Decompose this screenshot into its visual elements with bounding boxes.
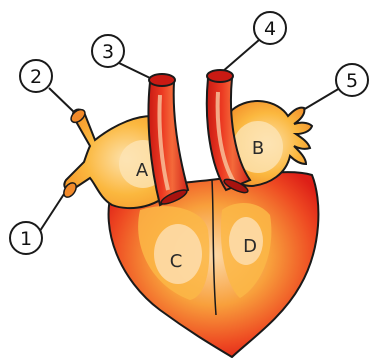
vessel-4-opening	[207, 70, 233, 82]
chamber-label-c: C	[170, 251, 183, 272]
callout-4: 4	[254, 12, 286, 44]
chamber-label-b: B	[252, 138, 264, 159]
callout-label-1: 1	[20, 228, 32, 250]
callout-label-4: 4	[264, 18, 276, 40]
vessel-3-opening	[149, 74, 175, 86]
chamber-label-a: A	[136, 160, 149, 181]
callout-2: 2	[20, 60, 52, 92]
leader-line-2	[49, 88, 76, 114]
callout-label-5: 5	[346, 70, 358, 92]
callout-label-3: 3	[102, 41, 114, 63]
leader-line-3	[117, 62, 150, 78]
callout-1: 1	[10, 222, 42, 254]
callout-3: 3	[92, 35, 124, 67]
chamber-label-d: D	[243, 236, 257, 257]
leader-line-5	[303, 88, 340, 110]
callout-5: 5	[336, 64, 368, 96]
leader-line-4	[222, 40, 259, 72]
callout-label-2: 2	[30, 66, 42, 88]
